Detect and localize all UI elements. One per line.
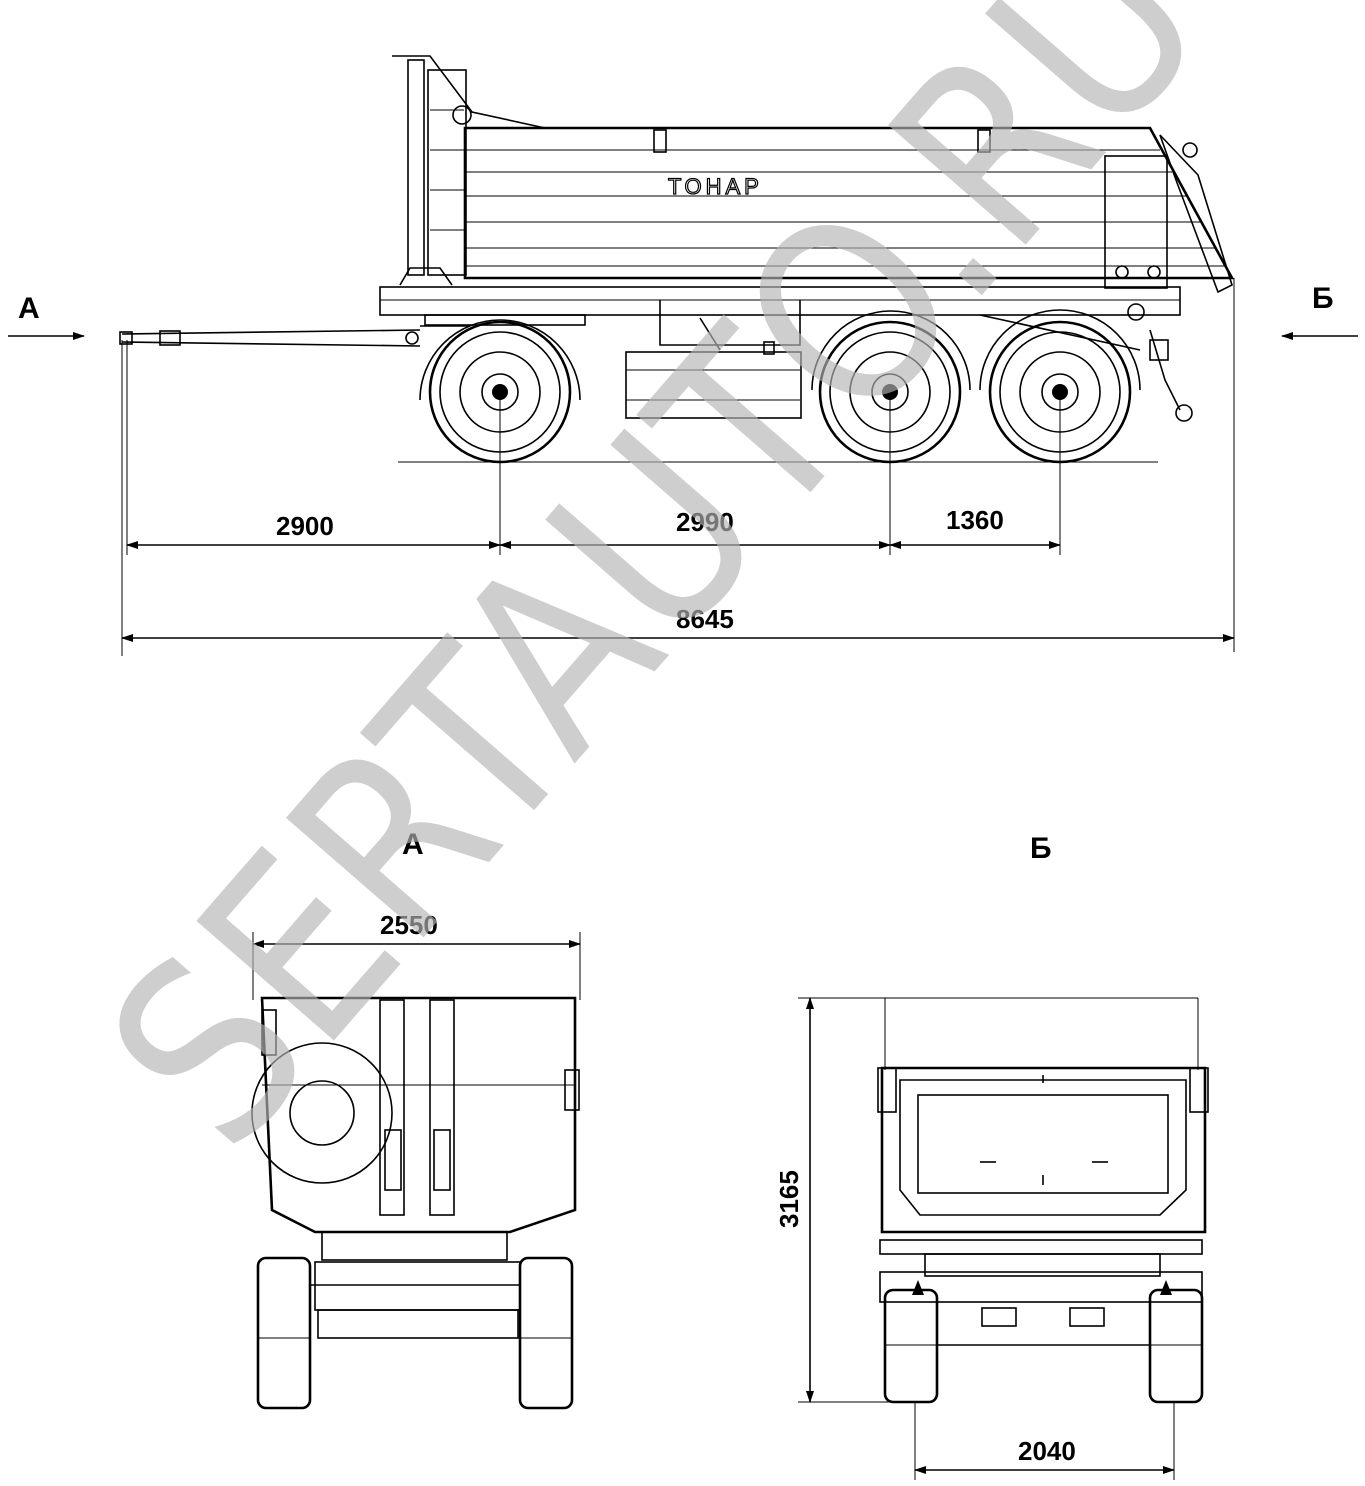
dim-axle1-to-axle2: 2990 [676,507,734,537]
front-hoist [392,55,546,286]
dim-height: 3165 [774,1170,804,1228]
dim-track: 2040 [1018,1436,1076,1466]
tailgate [1127,134,1233,321]
dump-body: ТОНАР [463,126,1235,289]
dim-axle2-to-axle3: 1360 [946,505,1004,535]
brand-logo: ТОНАР [668,174,763,199]
dim-overall-length: 8645 [676,604,734,634]
side-view: ТОНАР [8,55,1358,656]
svg-text:Б: Б [1312,282,1334,315]
dim-width: 2550 [380,910,438,940]
svg-text:А: А [18,292,40,325]
watermark: SERTAUTO.RU [55,0,1259,1199]
view-arrow-b: Б [1281,282,1358,340]
view-b-title: Б [1030,832,1052,865]
drawbar [119,325,470,347]
rear-view-b: Б 3165 2040 [774,832,1209,1480]
view-arrow-a: А [8,292,85,340]
dim-drawbar-to-axle1: 2900 [276,511,334,541]
view-a-title: А [402,828,424,861]
front-view-a: А 2550 [251,828,581,1410]
